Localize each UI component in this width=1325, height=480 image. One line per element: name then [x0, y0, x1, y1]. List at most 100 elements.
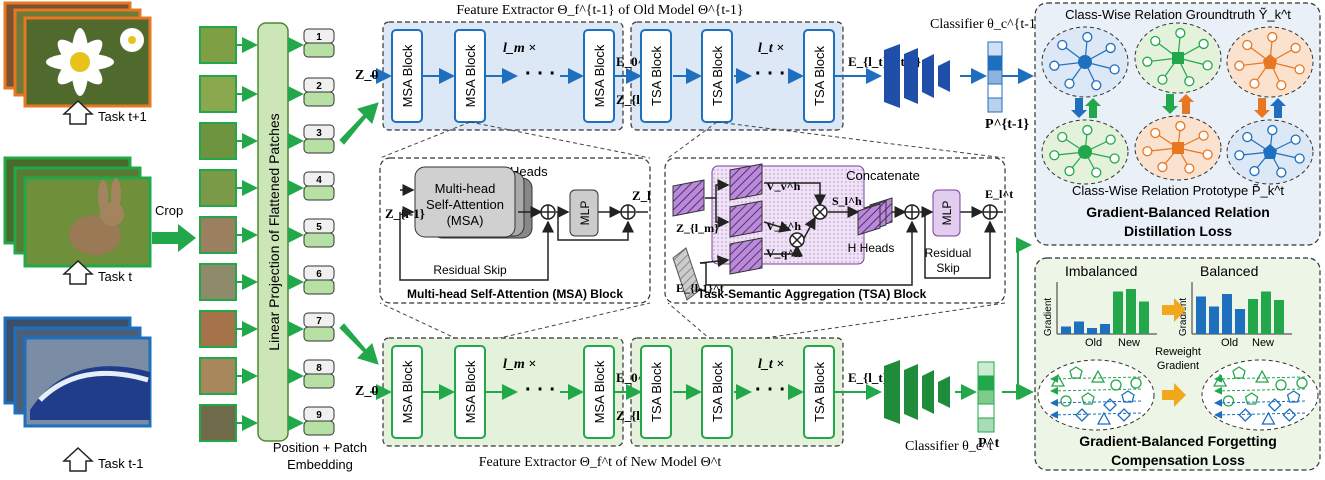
old-classifier-label: Classifier θ_c^{t-1}: [930, 17, 1043, 32]
svg-text:TSA Block: TSA Block: [710, 46, 725, 106]
embedding-point: [1275, 379, 1287, 391]
patch-column: [199, 26, 237, 442]
forgetting-loss-line1: Gradient-Balanced Forgetting: [1079, 433, 1277, 449]
old-model-title: Feature Extractor Θ_f^{t-1} of Old Model…: [456, 3, 743, 18]
svg-text:S_l^h: S_l^h: [832, 194, 862, 208]
svg-text:TSA Block: TSA Block: [812, 46, 827, 106]
new-tsa-blocks: TSA Block TSA Block TSA Block: [640, 345, 835, 439]
task-t-images: [3, 156, 152, 268]
svg-text:7: 7: [316, 316, 322, 327]
svg-text:MSA Block: MSA Block: [400, 360, 415, 423]
embedding-point: [1090, 369, 1106, 383]
svg-text:TSA Block: TSA Block: [812, 362, 827, 422]
new-lm-repeat: l_m ×: [503, 357, 536, 372]
svg-text:Self-Attention: Self-Attention: [426, 197, 504, 212]
new-output-vector: [977, 361, 995, 433]
transfer-arrow: [1178, 94, 1194, 114]
old-lt-repeat: l_t ×: [758, 41, 784, 56]
svg-text:MSA Block: MSA Block: [400, 44, 415, 107]
up-arrow-icon: [62, 446, 94, 472]
tsa-mlp-box: [932, 189, 961, 237]
old-lm-repeat: l_m ×: [503, 41, 536, 56]
relation-cluster: [1226, 119, 1314, 185]
gradient-bar: [1061, 326, 1071, 334]
task-t+1-images: [3, 1, 152, 108]
new-p: P^t: [978, 436, 1000, 451]
relation-cluster: [1041, 119, 1129, 185]
svg-text:MLP: MLP: [578, 201, 592, 226]
balance-arrow: [1162, 298, 1186, 322]
svg-text:V_v^h: V_v^h: [766, 179, 801, 193]
svg-text:Skip: Skip: [936, 261, 960, 275]
new-z0: Z_0: [355, 384, 378, 399]
token-4: 4: [303, 171, 335, 201]
embedding-caption-line2: Embedding: [287, 457, 353, 472]
embedding-scatter: [1050, 366, 1308, 425]
embedding-point: [1255, 369, 1270, 383]
relation-prototype: Class-Wise Relation Prototype P̃_k^t: [1072, 183, 1284, 198]
transfer-arrow: [1085, 98, 1101, 118]
transfer-arrow: [1162, 94, 1178, 114]
to-new-model-arrow: [339, 323, 379, 365]
gradient-bar: [1274, 300, 1284, 334]
gradient-bar: [1248, 299, 1258, 334]
embedding-point: [1261, 411, 1276, 425]
svg-text:6: 6: [316, 269, 322, 280]
svg-text:Gradient: Gradient: [1178, 298, 1189, 337]
task-prev-label: Task t-1: [98, 456, 144, 471]
relation-loss-line2: Distillation Loss: [1124, 223, 1232, 239]
relation-groundtruth: Class-Wise Relation Groundtruth Ỹ_k^t: [1065, 7, 1291, 22]
svg-text:1: 1: [316, 32, 322, 43]
msa-output: Z_l: [632, 188, 651, 203]
svg-text:· · ·: · · ·: [525, 379, 556, 401]
gradient-bar: [1235, 309, 1245, 334]
svg-text:(MSA): (MSA): [447, 213, 484, 228]
gradient-bar: [1074, 321, 1084, 334]
imbalanced-bars: [1056, 282, 1157, 335]
svg-text:MLP: MLP: [940, 201, 954, 226]
svg-text:5: 5: [316, 222, 322, 233]
new-classifier-label: Classifier θ_c^t: [905, 439, 993, 454]
new-model-title: Feature Extractor Θ_f^t of New Model Θ^t: [479, 455, 722, 470]
embedding-point: [1103, 398, 1117, 412]
svg-text:Old: Old: [1085, 337, 1102, 349]
patch-arrows: [237, 37, 258, 431]
embedding-point: [1222, 395, 1235, 407]
svg-text:TSA Block: TSA Block: [710, 362, 725, 422]
relation-cluster: [1134, 115, 1222, 181]
embedding-point: [1060, 395, 1072, 407]
gradient-bar: [1139, 301, 1149, 334]
token-6: 6: [303, 265, 335, 295]
forgetting-loss-line2: Compensation Loss: [1111, 452, 1245, 468]
svg-text:3: 3: [316, 128, 322, 139]
embedding-point: [1075, 408, 1089, 422]
transfer-arrow: [1254, 98, 1270, 118]
svg-text:MSA Block: MSA Block: [592, 44, 607, 107]
up-arrow-icon: [62, 99, 94, 125]
relation-cluster: [1226, 26, 1314, 98]
imbalanced-label: Imbalanced: [1065, 263, 1137, 279]
token-7: 7: [303, 312, 335, 342]
svg-text:Gradient: Gradient: [1043, 298, 1054, 337]
token-1: 1: [303, 28, 335, 58]
embedding-point: [1244, 392, 1259, 405]
old-ellipsis: · · ·: [525, 63, 556, 85]
task-t-1-images: [3, 316, 152, 428]
msa-input: Z_{l-1}: [385, 206, 425, 221]
gradient-bar: [1113, 291, 1123, 334]
svg-text:2: 2: [316, 81, 322, 92]
embedding-point: [1238, 408, 1253, 422]
svg-text:Gradient: Gradient: [1157, 360, 1199, 372]
relation-clusters: [1041, 22, 1314, 185]
old-msa-blocks: MSA Block MSA Block MSA Block: [391, 29, 615, 123]
svg-text:MSA Block: MSA Block: [592, 360, 607, 423]
msa-mlp-box: [569, 189, 599, 237]
task-next-label: Task t+1: [98, 109, 147, 124]
svg-text:Z_{l_m}: Z_{l_m}: [676, 221, 719, 235]
embedding-point: [1081, 392, 1095, 405]
relation-cluster: [1134, 22, 1222, 94]
svg-text:TSA Block: TSA Block: [649, 46, 664, 106]
token-9: 9: [303, 406, 335, 436]
crop-arrow: [152, 224, 196, 252]
